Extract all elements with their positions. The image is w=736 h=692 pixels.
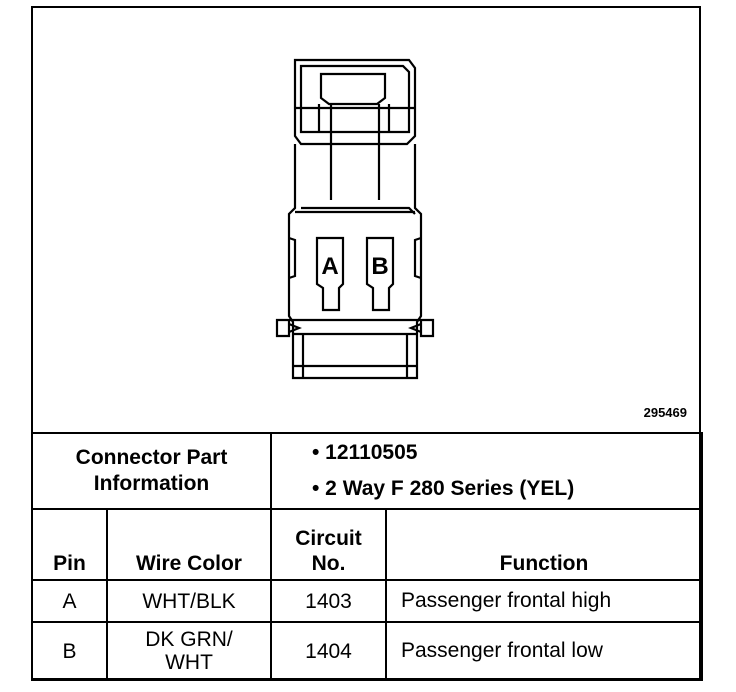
circuit-cell: 1403 bbox=[270, 579, 387, 623]
wire-color-line2: WHT bbox=[165, 651, 213, 674]
pin-b-label: B bbox=[371, 253, 388, 280]
function-cell: Passenger frontal low bbox=[385, 621, 703, 681]
function-cell: Passenger frontal high bbox=[385, 579, 703, 623]
circuit-cell: 1404 bbox=[270, 621, 387, 681]
right-lock-tab bbox=[419, 318, 435, 338]
pin-a-label: A bbox=[321, 253, 338, 280]
connector-info-table: Connector Part Information • 12110505 • … bbox=[31, 432, 703, 681]
figure-number: 295469 bbox=[643, 405, 687, 420]
wire-color-cell: DK GRN/ WHT bbox=[106, 621, 272, 681]
pin-b-cavity bbox=[365, 236, 395, 312]
circuit-header: Circuit No. bbox=[270, 508, 387, 581]
part-info-row: Connector Part Information • 12110505 • … bbox=[31, 432, 703, 510]
connector-drawing: A B bbox=[275, 58, 435, 380]
part-info-title: Connector Part Information bbox=[31, 432, 272, 510]
wire-color-cell: WHT/BLK bbox=[106, 579, 272, 623]
pin-cell: B bbox=[31, 621, 108, 681]
connector-top-housing bbox=[293, 58, 417, 146]
connector-diagram-frame: A B 295469 Connector Part Information • … bbox=[31, 6, 703, 681]
pin-header: Pin bbox=[31, 508, 108, 581]
table-row: B DK GRN/ WHT 1404 Passenger frontal low bbox=[31, 621, 703, 681]
circuit-header-line2: No. bbox=[311, 552, 346, 575]
function-header: Function bbox=[385, 508, 703, 581]
circuit-header-line1: Circuit bbox=[295, 527, 362, 550]
part-info-title-line1: Connector Part bbox=[75, 446, 228, 469]
wire-color-header: Wire Color bbox=[106, 508, 272, 581]
pin-cell: A bbox=[31, 579, 108, 623]
connector-latch bbox=[319, 72, 387, 106]
left-lock-tab bbox=[275, 318, 291, 338]
pin-a-cavity bbox=[315, 236, 345, 312]
wire-color-line1: DK GRN/ bbox=[145, 628, 233, 651]
column-header-row: Pin Wire Color Circuit No. Function bbox=[31, 508, 703, 581]
part-info-title-line2: Information bbox=[93, 472, 210, 495]
connector-series: • 2 Way F 280 Series (YEL) bbox=[312, 477, 575, 500]
table-row: A WHT/BLK 1403 Passenger frontal high bbox=[31, 579, 703, 623]
part-number: • 12110505 bbox=[312, 441, 418, 464]
connector-body bbox=[287, 144, 423, 380]
part-info-list: • 12110505 • 2 Way F 280 Series (YEL) bbox=[270, 432, 703, 510]
